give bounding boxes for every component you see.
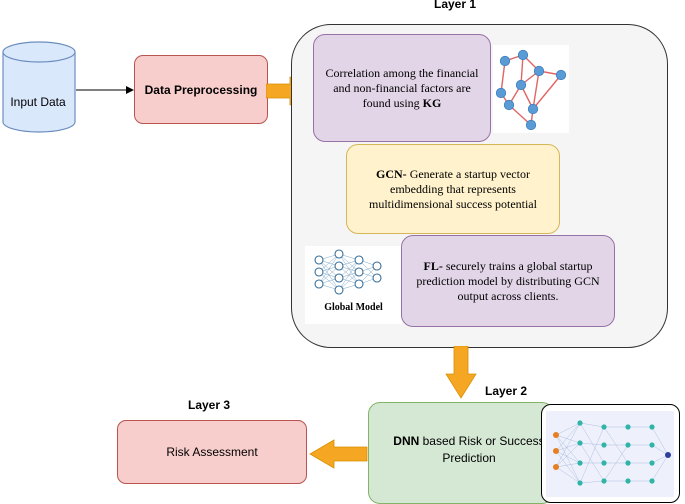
gcn-line1: GCN- Generate a startup vector [369, 167, 537, 182]
gcn-box: GCN- Generate a startup vector embedding… [346, 144, 560, 234]
input-to-preprocessing-arrow [76, 86, 134, 94]
fl-box: FL- securely trains a global startup pre… [401, 235, 615, 327]
gcn-line3: multidimensional success potential [369, 196, 537, 211]
layer3-title: Layer 3 [188, 398, 231, 412]
dnn-network-icon [546, 411, 674, 497]
layer2-title: Layer 2 [485, 384, 528, 398]
dnn-line1-text: based Risk or Success [419, 434, 545, 448]
dnn-text: DNN based Risk or Success Prediction [379, 433, 553, 467]
global-model-neural-net-icon [305, 246, 402, 324]
layer2-to-layer3-arrow [309, 439, 368, 469]
fl-line2: prediction model by distributing GCN [416, 273, 600, 288]
fl-line3: output across clients. [457, 288, 559, 303]
fl-line1-text: securely trains a global startup [442, 258, 593, 273]
dnn-line2: Prediction [442, 451, 496, 465]
dnn-bold: DNN [393, 434, 420, 448]
kg-text-line2: and non-financial factors are [333, 80, 471, 95]
global-model-label: Global Model [324, 302, 383, 313]
input-data-label: Input Data [10, 95, 66, 109]
data-preprocessing-box: Data Preprocessing [134, 55, 268, 124]
kg-text-bold: KG [422, 95, 442, 110]
gcn-bold: GCN- [376, 166, 407, 181]
layer1-title: Layer 1 [434, 0, 477, 11]
kg-text-line1: Correlation among the financial [325, 65, 479, 80]
dnn-prediction-box: DNN based Risk or Success Prediction [368, 402, 554, 504]
dnn-line1: DNN based Risk or Success [379, 433, 553, 450]
input-data-cylinder [2, 41, 76, 133]
layer1-to-layer2-arrow [445, 346, 477, 399]
risk-assessment-box: Risk Assessment [117, 420, 307, 484]
gcn-line1-text: Generate a startup vector [406, 166, 530, 181]
kg-text-line3-prefix: found using [362, 95, 423, 110]
kg-text-line3: found using KG [326, 96, 479, 111]
kg-correlation-box: Correlation among the financial and non-… [313, 34, 491, 142]
knowledge-graph-icon [493, 45, 569, 133]
fl-line1: FL- securely trains a global startup [416, 259, 599, 274]
fl-bold: FL- [423, 258, 443, 273]
gcn-line2: embedding that represents [390, 181, 516, 196]
dnn-network-image [541, 404, 680, 503]
